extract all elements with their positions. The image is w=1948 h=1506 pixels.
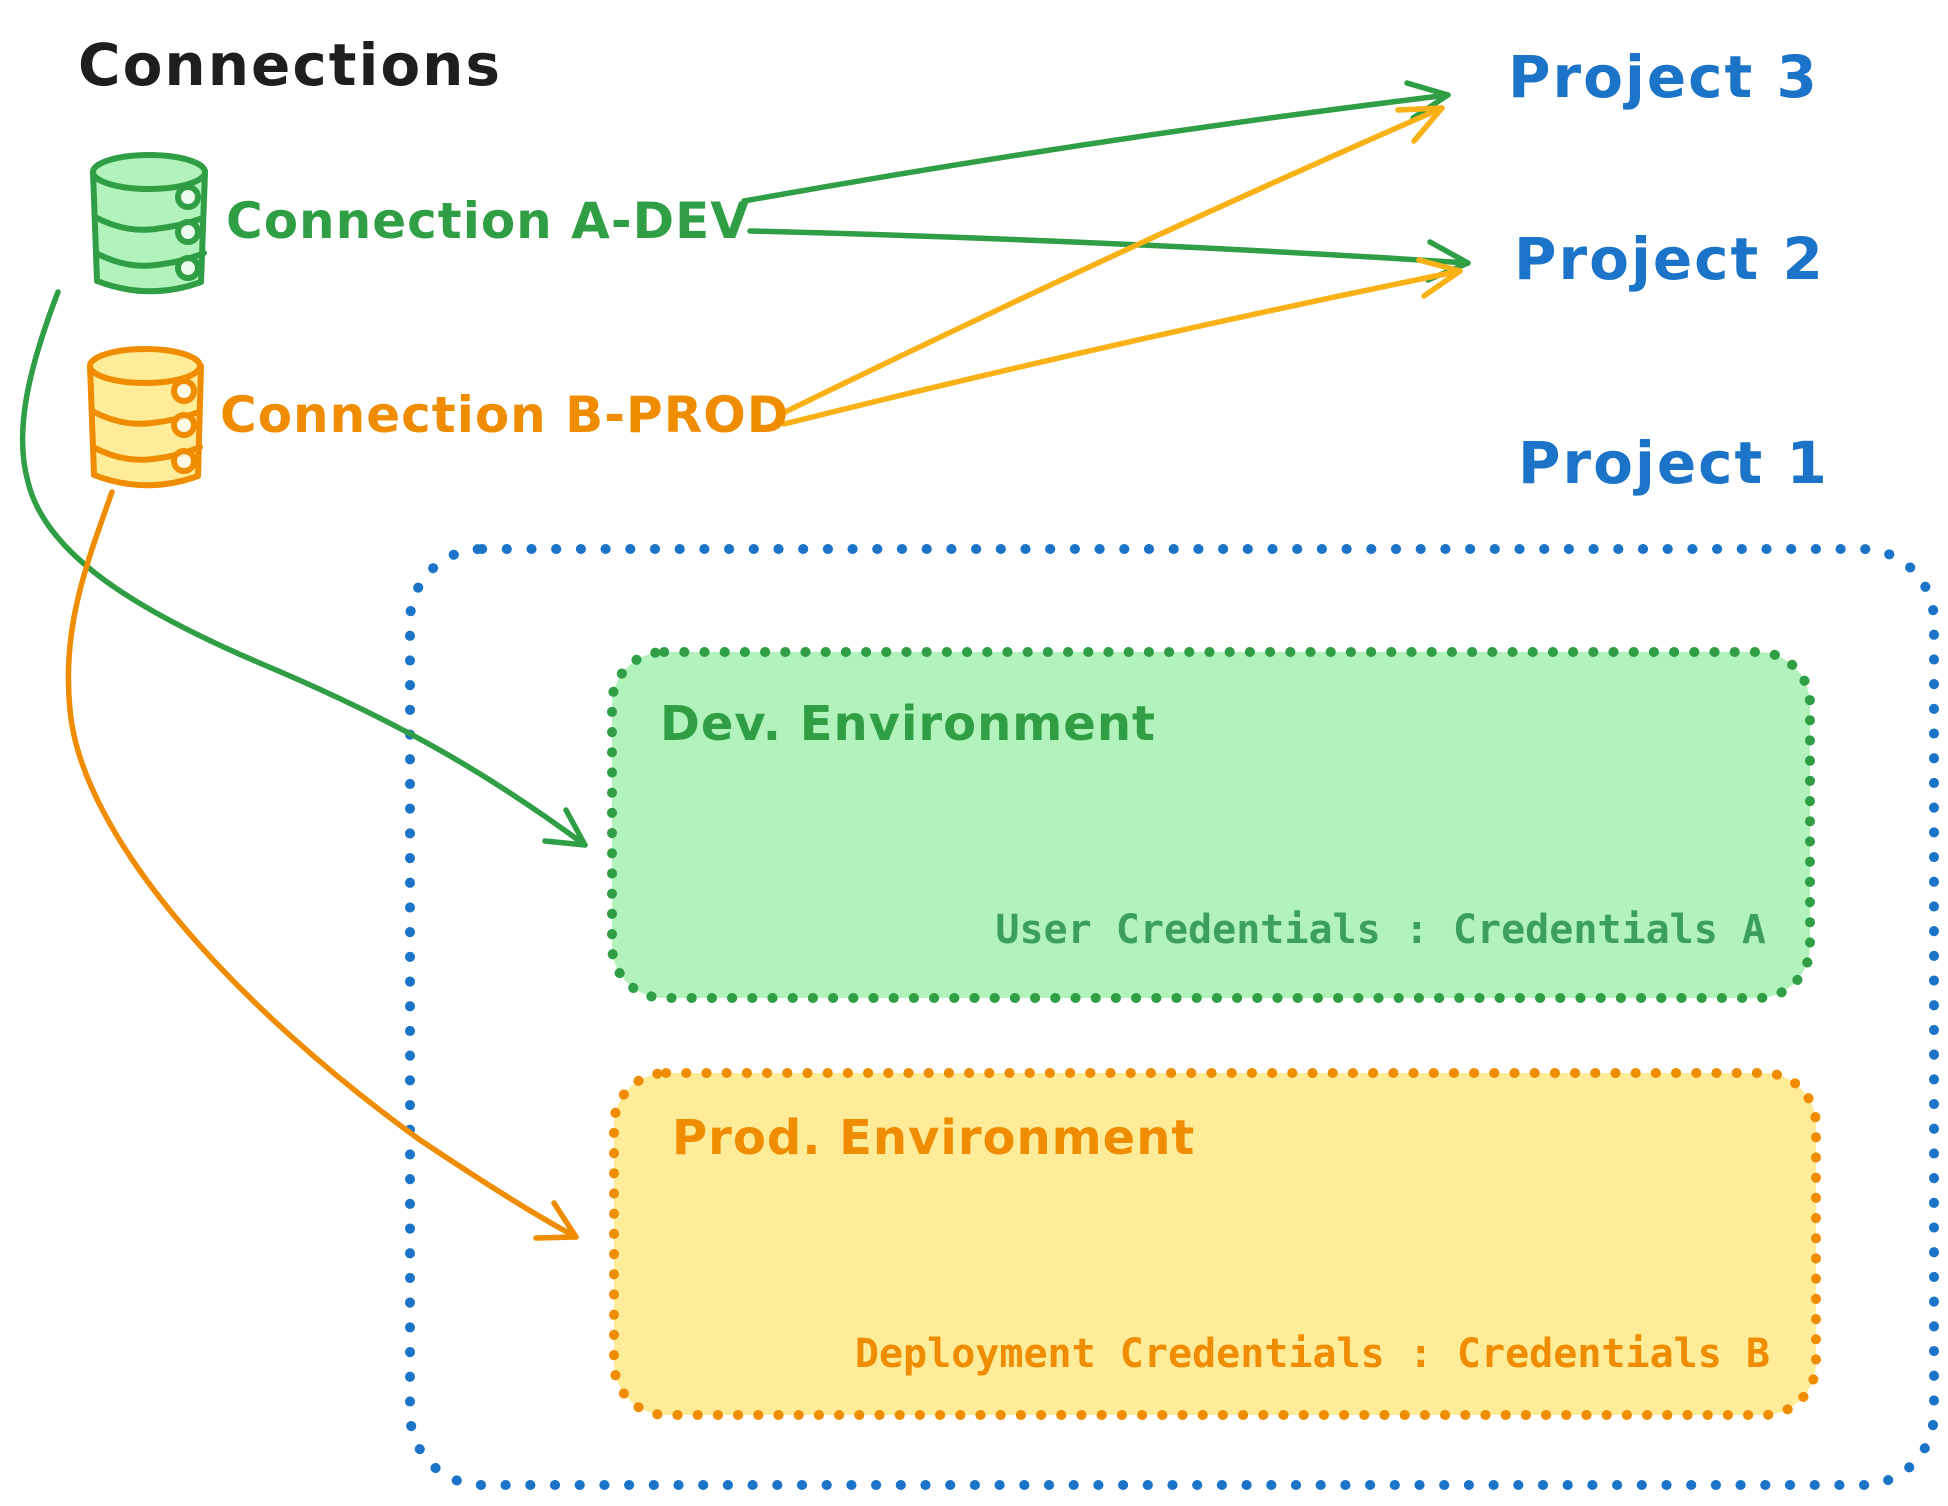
project-1-label: Project 1 [1518, 429, 1829, 497]
prod-environment-box [609, 1068, 1821, 1420]
arrow-b-prod-to-prod-environment [65, 489, 579, 1241]
dev-environment-credentials: User Credentials : Credentials A [995, 907, 1766, 953]
database-cylinder-icon-a-dev [90, 152, 208, 295]
connection-a-dev-label: Connection A-DEV [226, 192, 750, 250]
arrow-a-dev-to-project3 [741, 80, 1451, 204]
project-2-label: Project 2 [1514, 225, 1825, 293]
arrow-a-dev-to-dev-environment [19, 289, 588, 848]
arrow-b-prod-to-project2 [781, 257, 1463, 427]
prod-environment-credentials: Deployment Credentials : Credentials B [854, 1331, 1770, 1377]
project-3-label: Project 3 [1508, 43, 1819, 111]
dev-environment-box [607, 647, 1815, 1003]
arrow-b-prod-to-project3 [776, 105, 1445, 418]
database-cylinder-icon-b-prod [87, 346, 204, 489]
page-title: Connections [78, 31, 502, 99]
connection-b-prod-label: Connection B-PROD [220, 386, 790, 444]
project1-dotted-boundary [405, 544, 1939, 1490]
dev-environment-title: Dev. Environment [660, 696, 1156, 752]
prod-environment-title: Prod. Environment [672, 1110, 1196, 1166]
